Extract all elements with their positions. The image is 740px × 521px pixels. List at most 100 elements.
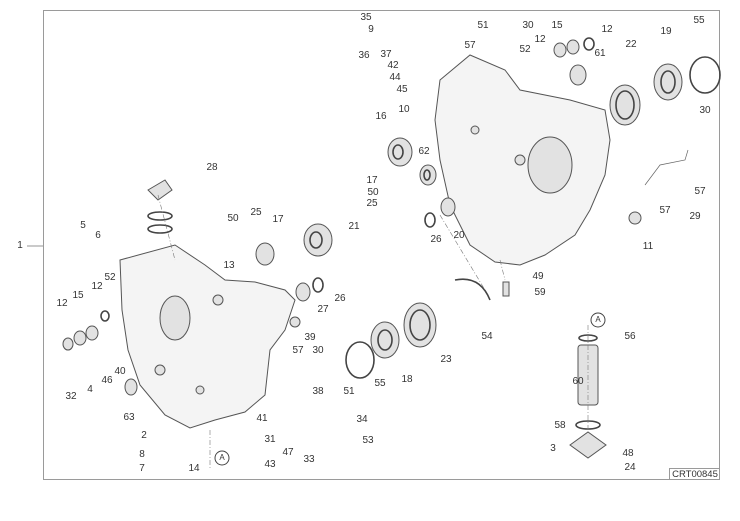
part-label: 12 [601,24,613,35]
o-ring-6 [147,224,173,234]
bearing-20 [440,197,456,217]
part-label: 17 [272,214,284,225]
part-label: 43 [264,459,276,470]
cover-3 [569,431,607,459]
bushing-15 [553,42,567,58]
part-label: 44 [389,72,401,83]
diagram-code: CRT00845 [669,468,720,480]
boss [154,364,166,376]
part-label: 42 [387,60,399,71]
part-label: 54 [481,331,493,342]
part-label: 50 [367,187,379,198]
part-label: 8 [139,449,145,460]
part-label: 18 [401,374,413,385]
ring-55 [689,56,721,94]
ring-12 [100,310,110,322]
part-label: 21 [348,221,360,232]
part-label: 3 [550,443,556,454]
part-label: 15 [551,20,563,31]
part-label: 47 [282,447,294,458]
part-label: 30 [699,105,711,116]
part-label: 14 [188,463,200,474]
reference-marker-a: A [219,453,225,462]
boss [195,385,205,395]
part-label: 63 [123,412,135,423]
part-label: 38 [312,386,324,397]
part-label: 57 [694,186,706,197]
part-label: 25 [250,207,262,218]
part-label: 7 [139,463,145,474]
part-label: 57 [659,205,671,216]
part-label: 60 [572,376,584,387]
part-label: 12 [534,34,546,45]
part-label: 35 [360,12,372,23]
part-label: 56 [624,331,636,342]
part-label: 52 [519,44,531,55]
part-label: 13 [223,260,235,271]
part-label: 15 [72,290,84,301]
bushing-39 [289,316,301,328]
bushing-15 [73,330,87,346]
part-label: 2 [141,430,147,441]
part-label: 6 [95,230,101,241]
part-label: 33 [303,454,315,465]
part-label: 11 [642,241,654,252]
bearing-16 [387,137,413,167]
reference-marker-a-circle [214,450,230,466]
part-label: 57 [292,345,304,356]
seal-63 [124,378,138,396]
part-label: 41 [256,413,268,424]
part-label: 17 [366,175,378,186]
ring-55-left [345,341,375,379]
part-label: 10 [398,104,410,115]
ring-12 [583,37,595,51]
part-label: 12 [56,298,68,309]
ring-54 [454,278,491,301]
bearing-21 [303,223,333,257]
part-label: 59 [534,287,546,298]
part-label: 50 [227,213,239,224]
bearing-27 [295,282,311,302]
part-label: 23 [440,354,452,365]
part-label: 20 [453,230,465,241]
part-label: 51 [343,386,355,397]
left-crankcase-half [119,244,296,429]
o-ring-6 [147,211,173,221]
ring-12 [62,337,74,351]
bushing-15 [566,39,580,55]
part-label: 4 [87,384,93,395]
bearing-19 [653,63,683,101]
part-label: 62 [418,146,430,157]
center-line [499,259,506,281]
circlip-26 [424,212,436,228]
part-label: 25 [366,198,378,209]
part-label: 52 [104,272,116,283]
seal-61 [569,64,587,86]
part-label: 45 [396,84,408,95]
bearing-17-left [255,242,275,266]
bushing-11 [628,211,642,225]
part-label: 31 [264,434,276,445]
part-label: 36 [358,50,370,61]
part-label: 34 [356,414,368,425]
part-label: 51 [477,20,489,31]
seal-22 [609,84,641,126]
boss [470,125,480,135]
part-label: 30 [522,20,534,31]
part-label: 9 [368,24,374,35]
part-label: 16 [375,111,387,122]
bearing-18 [370,321,400,359]
center-line [157,194,176,261]
diagram-frame [43,10,720,480]
part-label: 1 [17,240,23,251]
bearing-17-right [419,164,437,186]
part-label: 24 [624,462,636,473]
part-label: 58 [554,420,566,431]
part-label: 40 [114,366,126,377]
plug-59 [502,281,510,297]
part-label: 48 [622,448,634,459]
part-label: 19 [660,26,672,37]
seal-23 [403,302,437,348]
part-label: 32 [65,391,77,402]
